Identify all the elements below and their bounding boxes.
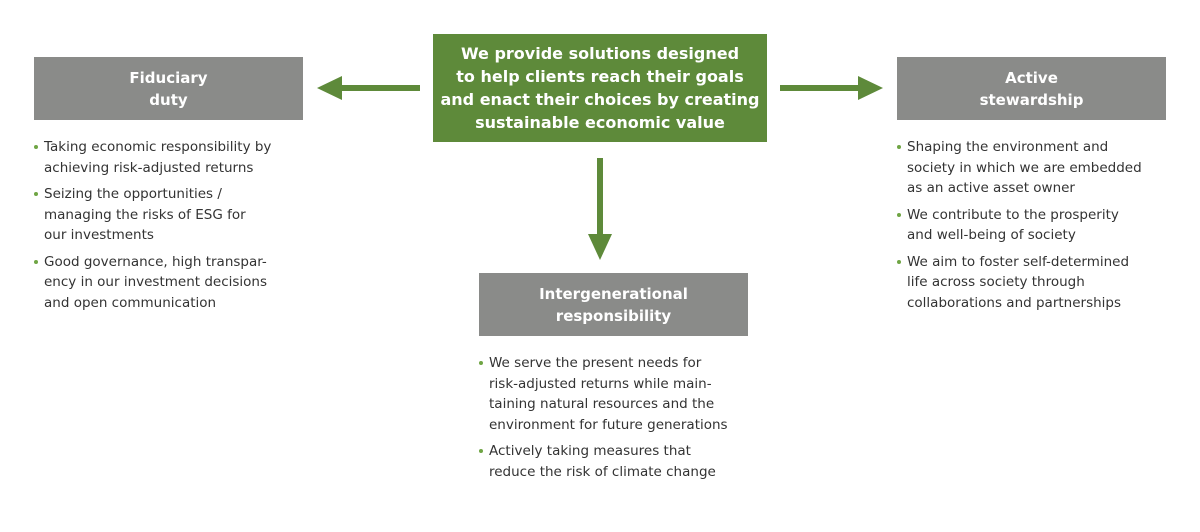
list-item: Taking economic responsibility by achiev… — [34, 137, 314, 178]
intergenerational-responsibility-box: Intergenerational responsibility — [479, 273, 748, 336]
list-item: Actively taking measures that reduce the… — [479, 441, 769, 482]
fiduciary-duty-box: Fiduciary duty — [34, 57, 303, 120]
fiduciary-duty-list: Taking economic responsibility by achiev… — [34, 137, 314, 319]
central-statement-text: We provide solutions designed to help cl… — [440, 44, 760, 132]
arrow-down-shaft — [597, 158, 603, 238]
arrow-left-head — [317, 76, 342, 100]
intergenerational-responsibility-list: We serve the present needs for risk-adju… — [479, 353, 769, 488]
arrow-right-shaft — [780, 85, 862, 91]
arrow-left-shaft — [340, 85, 420, 91]
arrow-down-head — [588, 234, 612, 260]
list-item: We serve the present needs for risk-adju… — [479, 353, 769, 435]
list-item: Good governance, high transpar- ency in … — [34, 252, 314, 314]
central-statement-box: We provide solutions designed to help cl… — [433, 34, 767, 142]
active-stewardship-list: Shaping the environment and society in w… — [897, 137, 1187, 319]
fiduciary-duty-title: Fiduciary duty — [129, 68, 208, 109]
intergenerational-responsibility-title: Intergenerational responsibility — [539, 284, 688, 325]
list-item: We contribute to the prosperity and well… — [897, 205, 1187, 246]
list-item: Shaping the environment and society in w… — [897, 137, 1187, 199]
list-item: We aim to foster self-determined life ac… — [897, 252, 1187, 314]
arrow-right-head — [858, 76, 883, 100]
active-stewardship-box: Active stewardship — [897, 57, 1166, 120]
active-stewardship-title: Active stewardship — [979, 68, 1084, 109]
list-item: Seizing the opportunities / managing the… — [34, 184, 314, 246]
